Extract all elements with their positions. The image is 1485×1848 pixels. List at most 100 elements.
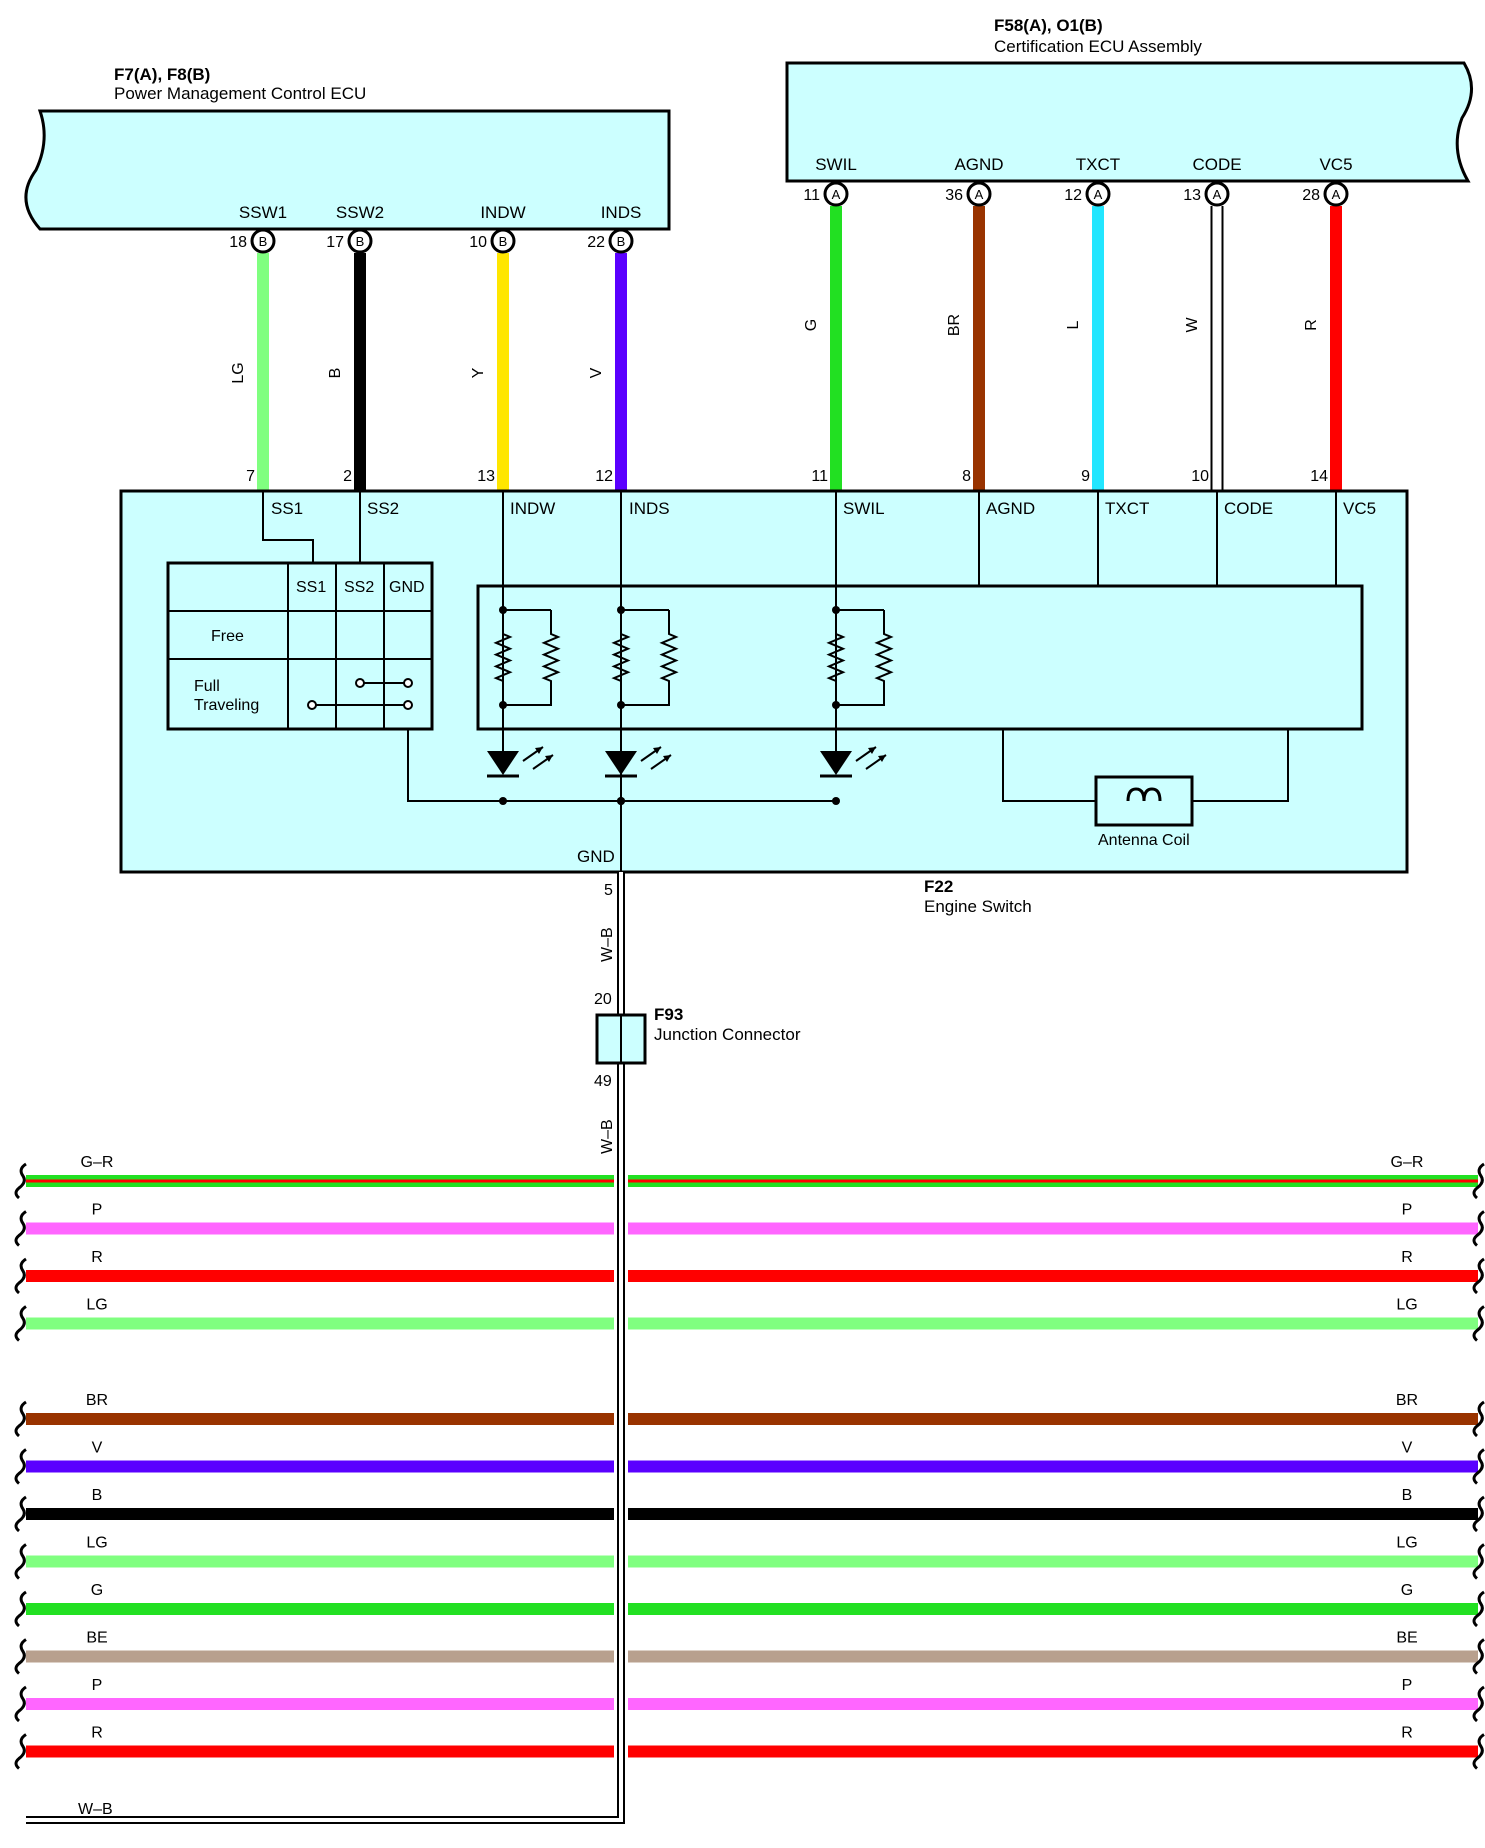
bus-wire-label-left: V: [92, 1440, 103, 1457]
led-diode: [820, 751, 852, 775]
cert-ecu-name: Certification ECU Assembly: [994, 37, 1202, 56]
cert-connector-letter: A: [1094, 187, 1103, 202]
bus-wire-break-left: [14, 1162, 27, 1200]
led-diode: [487, 751, 519, 775]
bus-wire-label-left: LG: [86, 1535, 107, 1552]
cert-connector-circle: [966, 181, 992, 207]
resistor-a: [826, 610, 846, 705]
cert-pin-number: 28: [1302, 187, 1320, 204]
cert-terminal-label: AGND: [954, 155, 1003, 174]
cert-switch-pin-number: 10: [1191, 468, 1209, 485]
bus-wire-label-left: BE: [86, 1630, 107, 1647]
junction-dot: [832, 606, 840, 614]
bus-wire-break-left: [14, 1638, 27, 1675]
gnd-terminal-label: GND: [577, 847, 615, 866]
bus-wire-label-right: R: [1401, 1249, 1413, 1266]
bus-wire-break-left: [14, 1448, 27, 1485]
bus-wire-label-right: B: [1402, 1487, 1413, 1504]
junction-dot: [832, 797, 840, 805]
switch-position-table: SS1 SS2 GND Free Full Traveling: [166, 561, 836, 802]
cert-connector-letter: A: [1332, 187, 1341, 202]
bus-wire-break-left: [14, 1543, 27, 1580]
bus-wire-label-left: G–R: [81, 1154, 114, 1171]
bus-wire-break-right: [1472, 1162, 1485, 1200]
gnd-wire-label-lower: W–B: [599, 1119, 616, 1154]
switch-terminal-agnd: AGND: [986, 499, 1035, 518]
table-col-gnd: GND: [389, 579, 425, 596]
pm-switch-pin-number: 13: [477, 468, 495, 485]
cert-connector-letter: A: [975, 187, 984, 202]
pm-ecu-name: Power Management Control ECU: [114, 84, 366, 103]
cert-switch-pin-number: 11: [811, 468, 828, 485]
junction-dot: [832, 701, 840, 709]
bus-wire-label-right: LG: [1396, 1297, 1417, 1314]
cert-connector-circle: [1085, 181, 1111, 207]
cert-ecu-box: [785, 61, 1473, 183]
bus-wire-label-right: BE: [1396, 1630, 1417, 1647]
cert-wire-code: BR: [946, 314, 963, 336]
bus-wire-label-right: V: [1402, 1440, 1413, 1457]
pm-pin-number: 17: [326, 234, 344, 251]
bus-wire-label-left: G: [91, 1582, 103, 1599]
table-col-ss1: SS1: [296, 579, 326, 596]
power-management-ecu: F7(A), F8(B) Power Management Control EC…: [24, 65, 671, 491]
cert-connector-letter: A: [832, 187, 841, 202]
bus-wire-label-right: P: [1402, 1202, 1413, 1219]
junction-dot: [617, 606, 625, 614]
bus-wire-break-right: [1472, 1638, 1485, 1675]
cert-terminal-label: SWIL: [815, 155, 857, 174]
switch-terminal-indw: INDW: [510, 499, 555, 518]
junction-dot: [617, 701, 625, 709]
cert-connector-letter: A: [1213, 187, 1222, 202]
pm-connector-letter: B: [356, 234, 365, 249]
pm-connector-letter: B: [259, 234, 268, 249]
switch-terminal-code: CODE: [1224, 499, 1273, 518]
bus-wire-break-left: [14, 1305, 27, 1342]
junction-pin-out: 49: [594, 1073, 612, 1090]
cert-switch-pin-number: 9: [1081, 468, 1090, 485]
pm-terminal-label: SSW1: [239, 203, 287, 222]
bus-wire-label-left: P: [92, 1677, 103, 1694]
pm-switch-pin-number: 12: [595, 468, 613, 485]
resistor-b: [621, 609, 679, 706]
cert-wire-code: R: [1303, 319, 1320, 331]
pm-connector-circle: [490, 228, 516, 254]
pm-connector-circle: [347, 228, 373, 254]
bottom-wire-label: W–B: [78, 1801, 113, 1818]
bus-wire-break-left: [14, 1257, 27, 1295]
bus-wire-break-right: [1472, 1543, 1485, 1580]
pm-ecu-connector: F7(A), F8(B): [114, 65, 210, 84]
pm-connector-circle: [250, 228, 276, 254]
junction-name: Junction Connector: [654, 1025, 801, 1044]
switch-terminal-inds: INDS: [629, 499, 670, 518]
cert-pin-number: 13: [1183, 187, 1201, 204]
cert-terminal-label: TXCT: [1076, 155, 1120, 174]
junction-dot: [499, 797, 507, 805]
bus-wire-label-left: B: [92, 1487, 103, 1504]
bus-wire-break-right: [1472, 1685, 1485, 1723]
pm-switch-pin-number: 2: [343, 468, 352, 485]
junction-pin-in: 20: [594, 991, 612, 1008]
bus-wire-break-right: [1472, 1448, 1485, 1485]
bus-wire-break-right: [1472, 1733, 1485, 1770]
pm-pin-number: 22: [587, 234, 605, 251]
bus-wire-break-left: [14, 1210, 27, 1247]
cert-terminal-label: CODE: [1192, 155, 1241, 174]
resistor-b: [836, 609, 894, 706]
led-diode: [605, 751, 637, 775]
bus-wire-label-right: LG: [1396, 1535, 1417, 1552]
bus-wire-label-right: BR: [1396, 1392, 1418, 1409]
engine-switch-name: Engine Switch: [924, 897, 1032, 916]
cert-wire-code: G: [803, 319, 820, 331]
pm-wire-code: B: [327, 368, 344, 379]
switch-terminal-txct: TXCT: [1105, 499, 1149, 518]
switch-terminal-vc5: VC5: [1343, 499, 1376, 518]
table-row-free: Free: [211, 628, 244, 645]
pm-ecu-box: [24, 109, 671, 231]
pm-connector-circle: [608, 228, 634, 254]
cert-pin-number: 36: [945, 187, 963, 204]
